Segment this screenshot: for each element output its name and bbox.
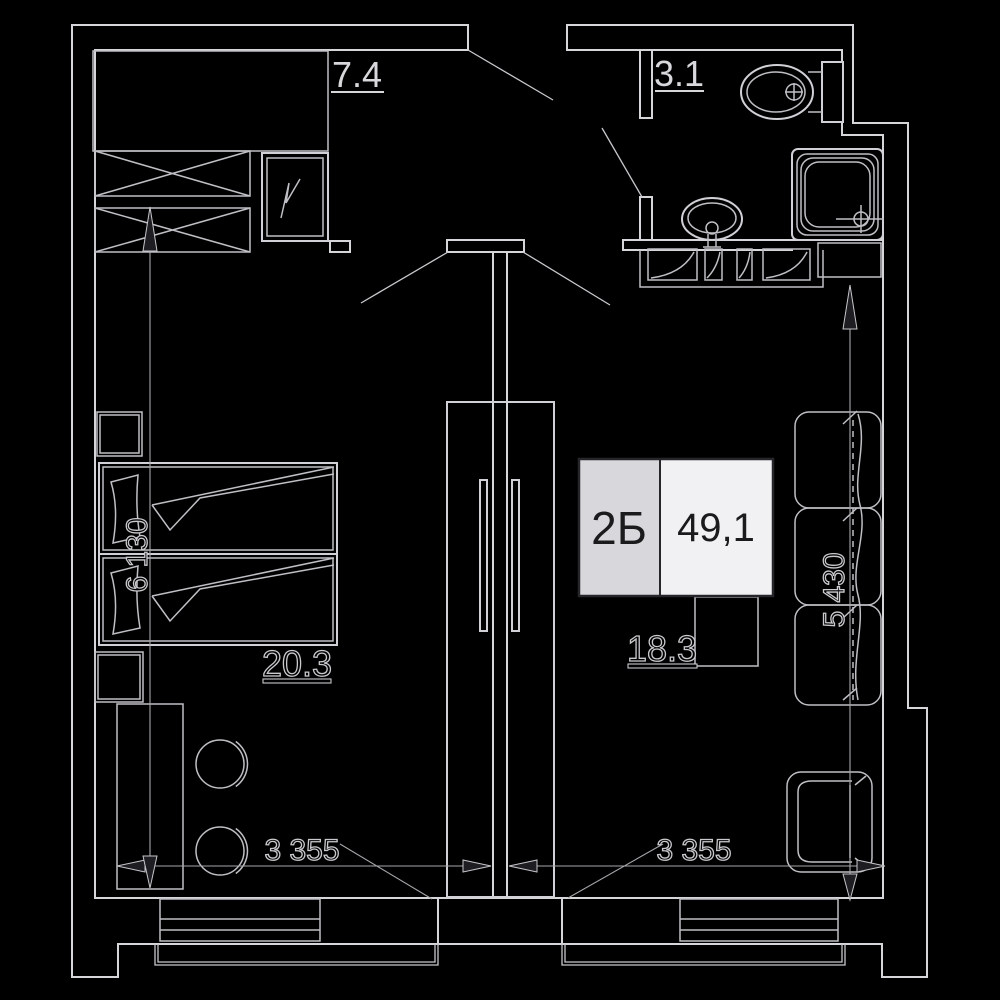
living-area-text: 18.3: [627, 628, 697, 669]
radiator-left: [159, 898, 321, 942]
sofa-seat-1: [794, 411, 882, 509]
chair-1: [195, 739, 249, 789]
wardrobe-handle-right: [511, 479, 520, 632]
closet-crate-1: [94, 150, 251, 197]
wardrobe: [446, 401, 555, 898]
windows: [154, 898, 846, 966]
washing-machine: [817, 242, 882, 278]
dim-right-height-label: 5 430: [818, 552, 851, 627]
radiator-right: [679, 898, 839, 942]
dim-arrow-right: [462, 859, 492, 873]
window-right: [561, 944, 846, 966]
chair-2: [195, 826, 249, 876]
apartment-area-cell: [659, 458, 774, 597]
vanity-counter: [639, 248, 824, 288]
sofa-seat-3: [794, 604, 882, 706]
interior-walls: [261, 239, 525, 899]
bedroom-area-text: 20.3: [262, 643, 332, 684]
bed-2: [98, 553, 338, 646]
bathroom-area-label: 3.1: [654, 53, 704, 94]
dim-arrow-down: [842, 873, 858, 902]
hallway-furniture: [92, 50, 329, 253]
vanity-cabinet-2: [704, 248, 723, 281]
apartment-label-border: [577, 457, 775, 598]
nightstand-2: [94, 651, 144, 703]
doors: [360, 49, 643, 306]
dim-arrow-right: [856, 859, 886, 873]
kitchen-unit: [694, 596, 759, 667]
dim-left-height: 6 130: [120, 206, 158, 889]
bedroom-furniture: [94, 411, 338, 890]
dim-arrow-left: [508, 859, 538, 873]
bedroom-area-underline: [262, 678, 332, 684]
dim-bedroom-width-label: 3 355: [264, 834, 339, 867]
bathroom-area-text: 3.1: [654, 53, 704, 94]
entry-door-leaf: [467, 49, 554, 101]
bathroom-door-leaf: [601, 127, 643, 198]
dim-arrow-left: [116, 859, 146, 873]
toilet-tank: [821, 61, 844, 123]
shower-drain: [836, 205, 884, 233]
pillow-1: [110, 474, 141, 544]
bedroom-area-label: 20.3: [261, 642, 332, 684]
mirror-icon: [280, 178, 301, 219]
dim-bedroom-width: 3 355: [116, 833, 492, 900]
hallway-area-label: 7.4: [331, 54, 384, 95]
room-labels: 7.4 3.1 20.3 18.3: [261, 53, 704, 685]
bathroom-fixtures: [639, 61, 884, 288]
double-door-right-leaf: [522, 251, 611, 306]
central-partition-wall: [492, 251, 508, 899]
toilet-flush: [785, 83, 803, 101]
living-area-underline: [627, 663, 698, 669]
apartment-label-box: 2Б 49,1: [577, 457, 775, 598]
vanity-cabinet-3: [736, 248, 753, 281]
pillow-2: [110, 565, 141, 635]
dim-left-height-label: 6 130: [121, 517, 154, 592]
closet-crate-2: [94, 207, 251, 253]
vanity-cabinet-4: [762, 248, 811, 281]
shower-tray: [791, 148, 884, 241]
dim-living-width: 3 355: [508, 833, 886, 899]
dim-living-width-label: 3 355: [656, 834, 731, 867]
outer-walls: [71, 24, 928, 978]
hallway-area-text: 7.4: [332, 54, 382, 95]
dimensions: 3 355 3 355 6 130 5 430: [116, 206, 886, 902]
toilet: [740, 61, 844, 123]
living-area-label: 18.3: [626, 627, 698, 669]
sink-tap: [703, 221, 721, 248]
apartment-type-text: 2Б: [591, 502, 647, 554]
apartment-area-text: 49,1: [677, 506, 755, 550]
window-left: [154, 944, 439, 966]
hallway-closet: [92, 50, 329, 152]
dim-arrow-up: [142, 206, 158, 252]
bathroom-sink: [681, 197, 743, 248]
door-header: [446, 239, 525, 253]
wardrobe-handle-left: [479, 479, 488, 632]
nightstand-1: [96, 411, 143, 457]
mirror-panel: [261, 152, 329, 242]
dim-arrow-down: [142, 855, 158, 889]
dim-right-height: 5 430: [817, 284, 858, 902]
vanity-cabinet-1: [647, 248, 698, 281]
armchair: [786, 771, 873, 873]
dim-arrow-up: [842, 284, 858, 330]
double-door-left-leaf: [360, 251, 449, 304]
